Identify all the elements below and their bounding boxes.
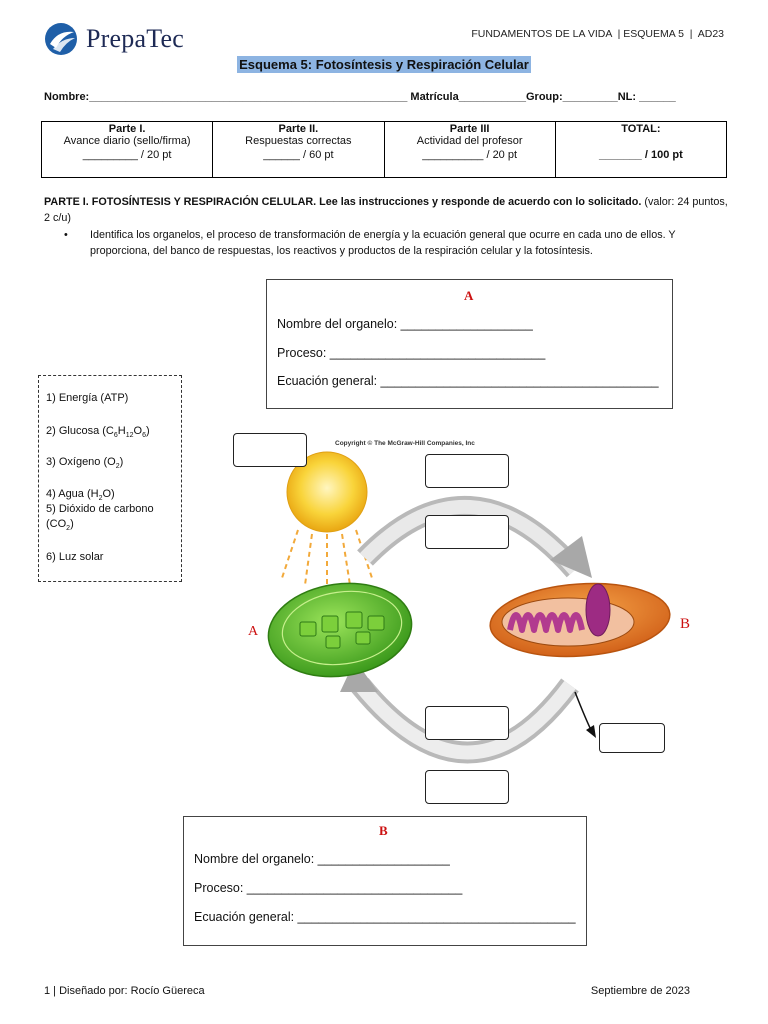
logo-text: PrepaTec	[86, 24, 184, 53]
score-points: ______ / 60 pt	[263, 149, 334, 161]
score-points: _______ / 100 pt	[598, 149, 683, 161]
organelle-name-field[interactable]: Nombre del organelo: ___________________	[194, 852, 450, 866]
equation-field[interactable]: Ecuación general: ______________________…	[194, 910, 576, 924]
co2-text: )	[70, 518, 74, 530]
subscript: 12	[125, 432, 134, 440]
glucose-text: 2) Glucosa (C	[46, 425, 114, 437]
bank-item-co2: 5) Dióxido de carbono (CO2)	[46, 502, 154, 536]
subscript: 2	[66, 525, 71, 533]
equation-field[interactable]: Ecuación general: ______________________…	[277, 374, 659, 388]
bullet-text: Identifica los organelos, el proceso de …	[90, 229, 676, 257]
organelle-name-field[interactable]: Nombre del organelo: ___________________	[277, 317, 533, 331]
subscript: 2	[115, 463, 120, 471]
footer-credit: 1 | Diseñado por: Rocío Güereca	[44, 985, 205, 997]
answer-box-upper-2[interactable]	[425, 515, 509, 549]
bank-item-glucose: 2) Glucosa (C6H12O6)	[46, 424, 150, 443]
prepatec-emblem-icon	[45, 23, 77, 55]
score-desc: Actividad del profesor	[416, 135, 523, 147]
answer-box-lower-2[interactable]	[425, 770, 509, 804]
small-arrowhead-icon	[586, 725, 596, 738]
sun-icon	[286, 451, 368, 533]
glucose-text: )	[145, 425, 150, 437]
mitochondrion-icon	[489, 582, 671, 658]
box-letter-b: B	[379, 823, 388, 838]
answer-box-upper-1[interactable]	[425, 454, 509, 488]
bullet-icon: •	[64, 229, 68, 241]
oxygen-text: 3) Oxígeno (O	[46, 456, 116, 468]
score-heading: Parte II.	[278, 123, 319, 135]
subscript: 2	[98, 495, 103, 503]
bank-item-sunlight: 6) Luz solar	[46, 551, 104, 563]
course-info: FUNDAMENTOS DE LA VIDA | ESQUEMA 5 | AD2…	[471, 28, 724, 40]
score-table: Parte I. Avance diario (sello/firma) ___…	[40, 121, 728, 178]
organelle-b-box: B Nombre del organelo: _________________…	[183, 816, 587, 946]
score-heading: Parte III	[449, 123, 490, 135]
energy-cycle-diagram: A B	[248, 451, 690, 764]
score-desc: Avance diario (sello/firma)	[63, 135, 191, 147]
bank-item-oxygen: 3) Oxígeno (O2)	[46, 455, 123, 474]
lower-arrow-icon	[340, 660, 579, 764]
process-field[interactable]: Proceso: _______________________________	[277, 346, 546, 360]
part1-value: (valor: 24 puntos, 2 c/u)	[44, 196, 728, 224]
glucose-text: O	[133, 425, 143, 437]
score-cell-part1: Parte I. Avance diario (sello/firma) ___…	[40, 121, 214, 178]
score-cell-total: TOTAL: _______ / 100 pt	[554, 121, 728, 178]
glucose-text: H	[117, 425, 126, 437]
co2-text: 5) Dióxido de carbono	[46, 503, 154, 515]
upper-arrow-icon	[357, 495, 592, 578]
water-text: O)	[102, 488, 115, 500]
co2-text: (CO	[46, 518, 67, 530]
box-letter-a: A	[464, 288, 474, 303]
answer-bank: 1) Energía (ATP) 2) Glucosa (C6H12O6) 3)…	[38, 375, 182, 582]
oxygen-text: )	[119, 456, 124, 468]
sun-rays	[281, 529, 373, 588]
bank-item-water: 4) Agua (H2O)	[46, 487, 115, 506]
page-title: Esquema 5: Fotosíntesis y Respiración Ce…	[0, 56, 768, 74]
title-text: Esquema 5: Fotosíntesis y Respiración Ce…	[237, 56, 531, 73]
student-info-line: Nombre:_________________________________…	[44, 91, 676, 103]
score-cell-part3: Parte III Actividad del profesor _______…	[383, 121, 556, 178]
answer-box-right[interactable]	[599, 723, 665, 753]
bank-item-energy: 1) Energía (ATP)	[46, 392, 129, 404]
chloroplast-icon	[267, 582, 413, 678]
process-field[interactable]: Proceso: _______________________________	[194, 881, 463, 895]
answer-box-sun[interactable]	[233, 433, 307, 467]
part1-heading: PARTE I. FOTOSÍNTESIS Y RESPIRACIÓN CELU…	[44, 196, 642, 208]
subscript: 6	[142, 432, 146, 440]
water-text: 4) Agua (H	[46, 488, 99, 500]
score-heading: TOTAL:	[621, 123, 661, 135]
organelle-a-box: A Nombre del organelo: _________________…	[266, 279, 673, 409]
small-arrow-icon	[574, 691, 593, 733]
diagram-label-a: A	[248, 624, 259, 639]
score-desc: Respuestas correctas	[245, 135, 352, 147]
footer-date: Septiembre de 2023	[590, 985, 690, 997]
score-heading: Parte I.	[108, 123, 146, 135]
score-cell-part2: Parte II. Respuestas correctas ______ / …	[212, 121, 385, 178]
answer-box-lower-1[interactable]	[425, 706, 509, 740]
diagram-label-b: B	[680, 616, 690, 632]
subscript: 6	[113, 432, 118, 440]
part1-instructions: PARTE I. FOTOSÍNTESIS Y RESPIRACIÓN CELU…	[44, 194, 734, 226]
prepatec-logo	[44, 22, 184, 58]
copyright-note: Copyright © The McGraw-Hill Companies, I…	[335, 440, 475, 447]
score-points: __________ / 20 pt	[422, 149, 518, 161]
score-points: _________ / 20 pt	[82, 149, 172, 161]
